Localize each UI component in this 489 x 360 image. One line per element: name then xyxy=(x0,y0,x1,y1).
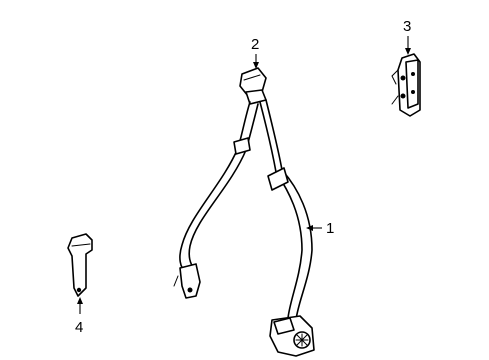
seat-belt-assembly xyxy=(173,67,322,357)
shoulder-guide xyxy=(239,67,267,105)
callout-4: 4 xyxy=(75,319,83,336)
callout-2: 2 xyxy=(251,36,259,53)
retractor xyxy=(269,315,315,357)
seat-belt-buckle xyxy=(67,233,93,314)
anchor-bracket xyxy=(391,36,421,117)
arrow-icon-2 xyxy=(253,62,259,69)
right-webbing xyxy=(259,99,313,321)
arrow-icon-3 xyxy=(405,48,411,55)
arrow-icon-4 xyxy=(77,297,83,304)
callout-1: 1 xyxy=(326,220,334,237)
left-webbing xyxy=(173,101,259,299)
arrow-icon-1 xyxy=(306,225,313,231)
callout-3: 3 xyxy=(403,18,411,35)
